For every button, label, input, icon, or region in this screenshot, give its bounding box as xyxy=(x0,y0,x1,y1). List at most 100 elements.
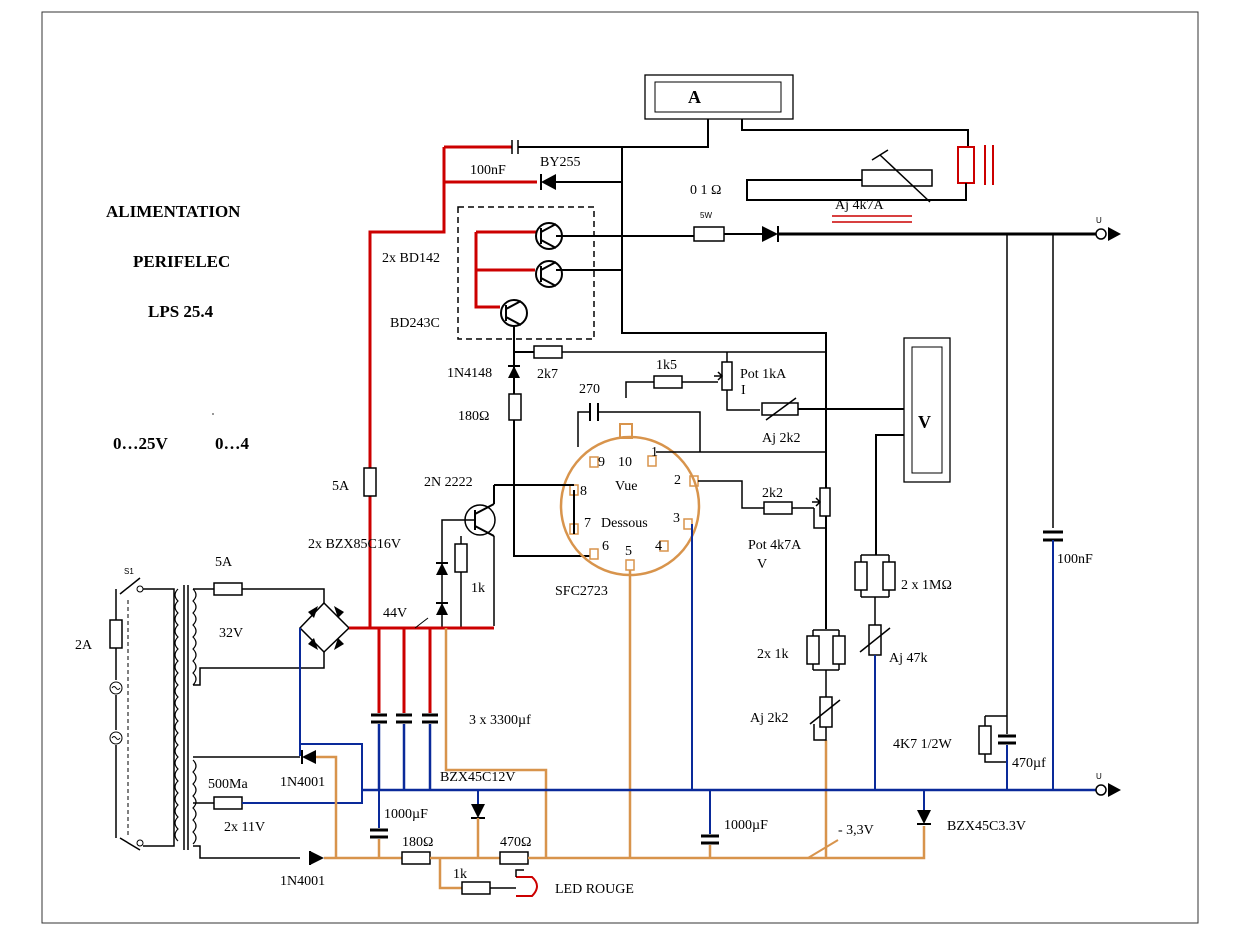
r2x1m-label: 2 x 1MΩ xyxy=(901,578,952,593)
1n4001-b-label: 1N4001 xyxy=(280,874,325,889)
current-range: 0…4 xyxy=(215,434,250,453)
title-line-1: ALIMENTATION xyxy=(106,202,241,221)
ic-pin-10: 10 xyxy=(618,455,632,470)
aj-2k2-bottom-label: Aj 2k2 xyxy=(750,711,789,726)
ic-vue-label: Vue xyxy=(615,479,637,494)
pot-4k7a-label: Pot 4k7A xyxy=(748,538,802,553)
neg-33v-label: - 3,3V xyxy=(838,823,874,838)
c1000-right-capacitor xyxy=(701,834,719,845)
secondary-32v-label: 32V xyxy=(219,626,243,641)
pot-1ka[interactable] xyxy=(714,361,733,391)
power-transistor-block xyxy=(457,206,595,340)
ic-pin-2: 2 xyxy=(674,473,681,488)
r2x1k-label: 2x 1k xyxy=(757,647,789,662)
led-rouge-label: LED ROUGE xyxy=(555,882,634,897)
aj-2k2-bottom-trimmer xyxy=(809,696,841,741)
ic-pin-1: 1 xyxy=(651,445,658,460)
shunt-power-label: 5W xyxy=(700,211,712,220)
fuse-500ma-label: 500Ma xyxy=(208,777,248,792)
ic-pin-4: 4 xyxy=(655,539,662,554)
ic-name-label: SFC2723 xyxy=(555,584,608,599)
c3x3300-capacitors xyxy=(371,713,438,724)
voltage-range: 0…25V xyxy=(113,434,169,453)
svg-text:A: A xyxy=(688,87,701,107)
r4k7-resistor xyxy=(978,715,1007,763)
pot-1ka-label: Pot 1kA xyxy=(740,367,787,382)
aj-4k7a-label: Aj 4k7A xyxy=(835,198,885,213)
r2x1m-resistors xyxy=(854,554,896,625)
ic-pin-5: 5 xyxy=(625,544,632,559)
mains-input-terminals xyxy=(109,681,123,745)
bd142-transistor-2 xyxy=(535,260,563,288)
output-terminal-negative-label: U xyxy=(1096,772,1102,781)
ic-pin-6: 6 xyxy=(602,539,609,554)
bd243c-label: BD243C xyxy=(390,316,440,331)
main-fuse-5a xyxy=(363,467,377,497)
fuse-5a-secondary-label: 5A xyxy=(215,555,233,570)
main-fuse-5a-label: 5A xyxy=(332,479,350,494)
pot-1ka-sub-label: I xyxy=(741,383,746,398)
aj-2k2-top-label: Aj 2k2 xyxy=(762,431,801,446)
voltmeter: V xyxy=(903,337,951,483)
r1k-led-label: 1k xyxy=(453,867,467,882)
r1k-zener-resistor xyxy=(454,543,468,573)
ic-pin-9: 9 xyxy=(598,455,605,470)
c100nf-right-label: 100nF xyxy=(1057,552,1093,567)
switch-s1-label: S1 xyxy=(124,567,134,576)
r2k7-label: 2k7 xyxy=(537,367,558,382)
c100nf-top-label: 100nF xyxy=(470,163,506,178)
mains-switch-s1[interactable] xyxy=(119,577,144,851)
r1k-led-resistor xyxy=(461,881,491,895)
secondary-2x11v-label: 2x 11V xyxy=(224,820,265,835)
title-line-3: LPS 25.4 xyxy=(148,302,214,321)
c1000-right-label: 1000µF xyxy=(724,818,768,833)
fuse-5a-secondary xyxy=(213,582,243,596)
c3x3300-label: 3 x 3300µf xyxy=(469,713,531,728)
c270-label: 270 xyxy=(579,382,600,397)
bd243c-transistor xyxy=(500,299,528,327)
aj-47k-trimmer xyxy=(859,624,891,656)
r180-bottom-label: 180Ω xyxy=(402,835,433,850)
lamp-relay xyxy=(746,145,994,201)
by255-label: BY255 xyxy=(540,155,580,170)
r180-resistor xyxy=(508,393,522,421)
shunt-value-label: 0 1 Ω xyxy=(690,183,721,198)
bzx45c12v-label: BZX45C12V xyxy=(440,770,515,785)
c1000-left-capacitor xyxy=(370,828,388,839)
title-line-2: PERIFELEC xyxy=(133,252,230,271)
r2k2-resistor xyxy=(763,501,793,515)
bzx45c12v-zener xyxy=(471,804,485,819)
r470-label: 470Ω xyxy=(500,835,531,850)
ic-pin-3: 3 xyxy=(673,511,680,526)
aj-47k-label: Aj 47k xyxy=(889,651,928,666)
ic-pin-7: 7 xyxy=(584,516,591,531)
bridge-rectifier xyxy=(298,601,351,654)
bzx45c33v-zener xyxy=(917,810,931,825)
svg-text:V: V xyxy=(918,412,931,432)
by255-diode xyxy=(540,174,622,190)
output-diode xyxy=(762,226,779,242)
pot-4k7a[interactable] xyxy=(812,487,831,529)
led-rouge xyxy=(515,869,538,897)
output-terminal-negative[interactable] xyxy=(1095,783,1121,797)
stray-dot xyxy=(212,413,214,415)
c470-label: 470µf xyxy=(1012,756,1046,771)
c100nf-right-cap xyxy=(1043,530,1063,542)
1n4148-diode xyxy=(508,352,520,394)
ic-dessous-label: Dessous xyxy=(601,516,648,531)
v44-label: 44V xyxy=(383,606,407,621)
fuse-2a-label: 2A xyxy=(75,638,93,653)
1n4148-label: 1N4148 xyxy=(447,366,492,381)
r2x1k-resistors xyxy=(806,629,846,671)
1n4001-diode-a xyxy=(301,750,316,764)
ic-pin-8: 8 xyxy=(580,484,587,499)
output-terminal-positive[interactable] xyxy=(1095,227,1121,241)
drawing-frame xyxy=(41,11,1199,924)
bzx45c33v-label: BZX45C3.3V xyxy=(947,819,1026,834)
fuse-2a xyxy=(109,619,123,649)
shunt-resistor xyxy=(693,226,725,242)
r180-bottom-resistor xyxy=(401,851,431,865)
r1k5-label: 1k5 xyxy=(656,358,677,373)
pot-4k7a-sub-label: V xyxy=(757,557,767,572)
